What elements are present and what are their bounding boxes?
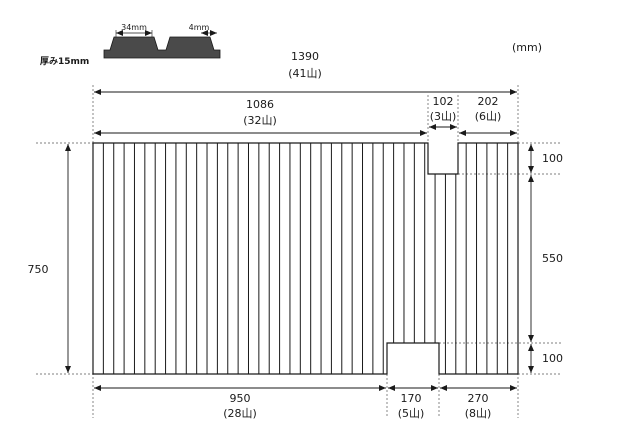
cover-panel: [92, 142, 519, 375]
right-bottom-value: 100: [542, 352, 563, 365]
bottom-notch-count: (5山): [398, 407, 425, 420]
profile-shape: [103, 36, 221, 59]
bottom-notch-value: 170: [401, 392, 422, 405]
profile-cross-section: 34mm 4mm: [103, 23, 221, 59]
top-right-count: (6山): [475, 110, 502, 123]
total-width-value: 1390: [291, 50, 319, 63]
right-middle-value: 550: [542, 252, 563, 265]
top-notch-count: (3山): [430, 110, 457, 123]
top-notch-value: 102: [433, 95, 454, 108]
cover-outline: [92, 142, 519, 375]
profile-width-label: 34mm: [121, 23, 147, 32]
cover-slats: [92, 143, 519, 374]
top-main-value: 1086: [246, 98, 274, 111]
bottom-right-count: (8山): [465, 407, 492, 420]
dimension-labels: 1390 (41山) 1086 (32山) 102 (3山) 202 (6山) …: [28, 50, 564, 420]
top-main-count: (32山): [243, 114, 277, 127]
dimension-lines: [65, 89, 534, 391]
profile-gap-label: 4mm: [189, 23, 210, 32]
total-width-count: (41山): [288, 67, 322, 80]
bottom-left-value: 950: [230, 392, 251, 405]
top-right-value: 202: [478, 95, 499, 108]
extension-lines: [36, 85, 562, 418]
right-top-value: 100: [542, 152, 563, 165]
units-label: (mm): [512, 41, 542, 54]
bottom-left-count: (28山): [223, 407, 257, 420]
bottom-right-value: 270: [468, 392, 489, 405]
height-total-value: 750: [28, 263, 49, 276]
thickness-label: 厚み15mm: [40, 56, 89, 67]
